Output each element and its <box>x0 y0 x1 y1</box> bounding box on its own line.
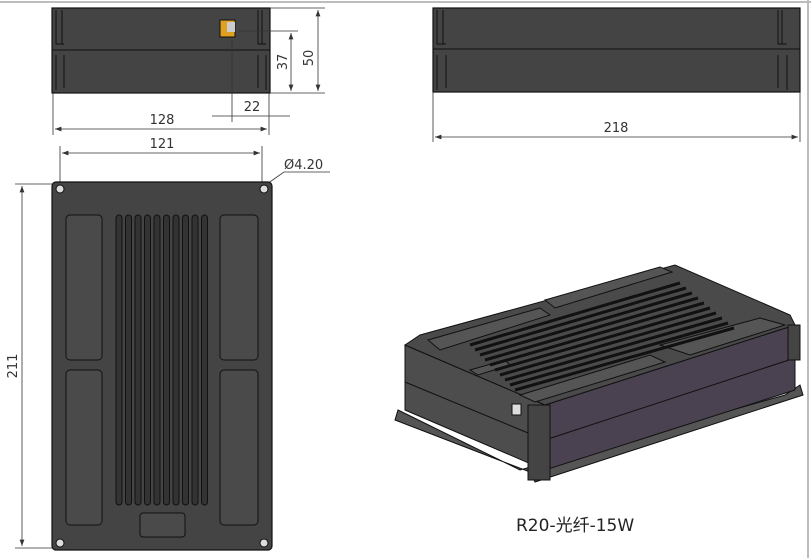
iso-fin <box>504 316 723 382</box>
cooling-fin <box>163 214 170 506</box>
cooling-fin <box>144 214 151 506</box>
cooling-fin <box>153 214 161 506</box>
front-view <box>51 7 271 94</box>
iso-fin <box>479 291 693 357</box>
iso-fin <box>514 326 735 392</box>
dim-hole-spacing-121: 121 <box>150 137 175 152</box>
dim-height-50: 50 <box>302 50 317 67</box>
dim-hole-diameter: Ø4.20 <box>284 158 323 173</box>
side-view-dimensions: 218 <box>432 92 801 142</box>
dim-length-211: 211 <box>6 354 21 379</box>
iso-fin <box>474 286 687 352</box>
side-view <box>432 7 801 93</box>
isometric-view <box>394 264 804 483</box>
dim-width-128: 128 <box>150 113 175 128</box>
iso-fin <box>469 281 681 347</box>
iso-fin <box>489 301 705 367</box>
cooling-fin <box>191 214 199 506</box>
cooling-fin <box>134 214 142 506</box>
model-caption: R20-光纤-15W <box>516 516 634 536</box>
iso-fin <box>484 296 699 362</box>
cooling-fin <box>172 214 180 506</box>
front-view-dimensions: 50 37 22 128 121 Ø4.20 <box>52 7 330 187</box>
iso-fin <box>509 321 729 387</box>
cooling-fin <box>115 214 123 506</box>
dim-port-height-37: 37 <box>276 54 291 71</box>
dim-length-218: 218 <box>604 121 629 136</box>
dim-port-offset-22: 22 <box>244 100 261 115</box>
cooling-fin <box>182 214 189 506</box>
cooling-fin <box>201 214 208 506</box>
top-view <box>51 181 273 551</box>
cooling-fin <box>125 214 132 506</box>
iso-fin <box>499 311 717 377</box>
iso-fin <box>494 306 711 372</box>
top-view-dimensions: 211 <box>6 183 52 549</box>
